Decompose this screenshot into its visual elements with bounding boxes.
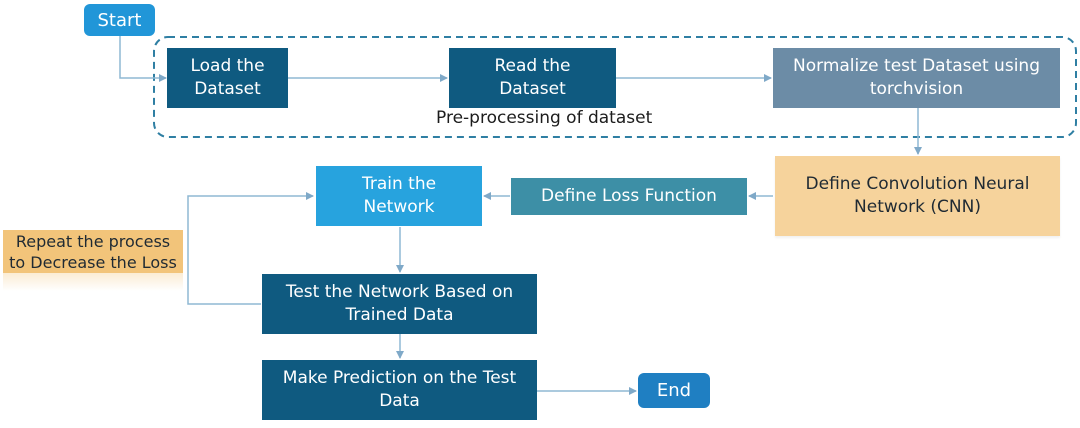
test-network-node: Test the Network Based on Trained Data (262, 274, 537, 334)
define-loss-node: Define Loss Function (511, 178, 747, 215)
read-dataset-label: Read the Dataset (494, 56, 571, 99)
test-network-label: Test the Network Based on Trained Data (285, 282, 514, 325)
define-cnn-node: Define Convolution Neural Network (CNN) (775, 156, 1060, 236)
start-label: Start (97, 9, 142, 31)
train-network-node: Train the Network (316, 166, 482, 226)
train-network-label: Train the Network (361, 174, 437, 217)
make-prediction-label: Make Prediction on the Test Data (282, 368, 517, 411)
connector-repeat-loop (187, 192, 314, 305)
define-loss-label: Define Loss Function (541, 186, 717, 206)
end-label: End (656, 380, 692, 401)
define-cnn-label: Define Convolution Neural Network (CNN) (805, 174, 1030, 217)
normalize-node: Normalize test Dataset using torchvision (773, 48, 1060, 108)
start-node: Start (84, 4, 155, 36)
read-dataset-node: Read the Dataset (449, 48, 616, 108)
normalize-label: Normalize test Dataset using torchvision (793, 56, 1040, 99)
preprocessing-group-border (153, 36, 1077, 138)
preprocessing-caption: Pre-processing of dataset (436, 108, 653, 128)
repeat-note-label: Repeat the process to Decrease the Loss (9, 231, 177, 272)
end-node: End (638, 373, 710, 408)
connector-start-to-load (119, 36, 167, 82)
make-prediction-node: Make Prediction on the Test Data (262, 360, 537, 420)
repeat-note: Repeat the process to Decrease the Loss (3, 230, 183, 273)
load-dataset-node: Load the Dataset (167, 48, 288, 108)
load-dataset-label: Load the Dataset (190, 56, 265, 99)
